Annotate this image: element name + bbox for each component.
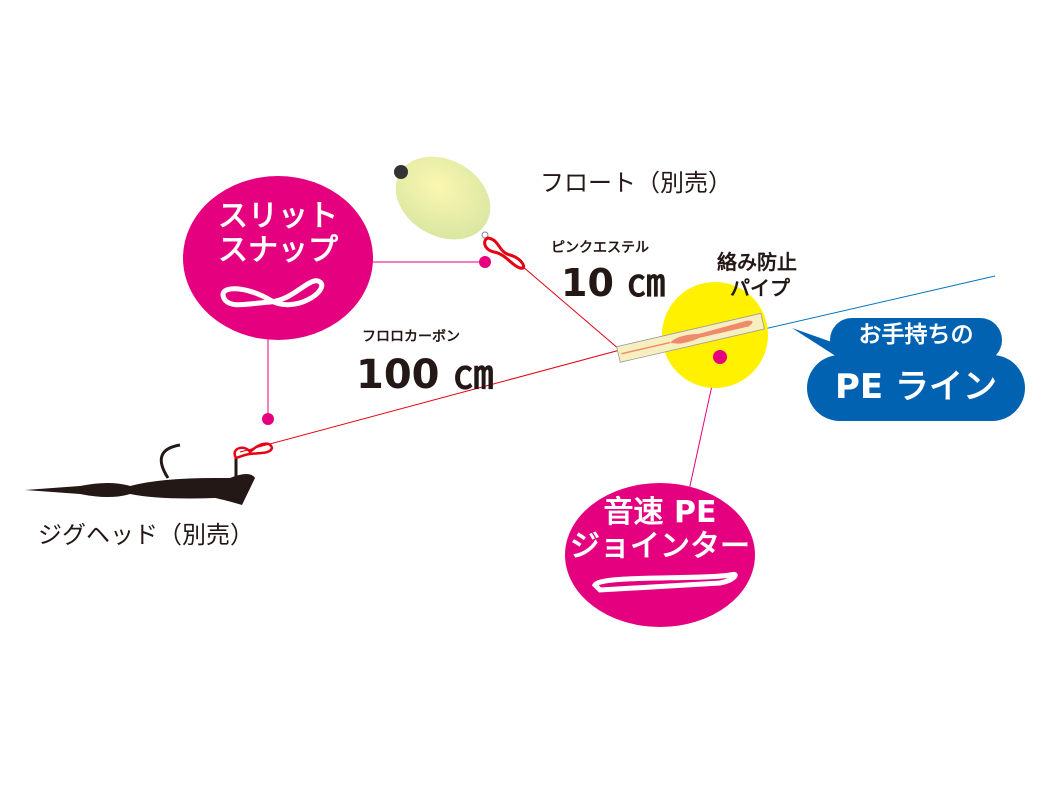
pointer-dot (479, 256, 491, 268)
fluorocarbon-label: フロロカーボン (362, 329, 460, 345)
anti-tangle-label-2: パイプ (730, 276, 790, 300)
pointer-dot (713, 350, 727, 364)
pe-line (759, 275, 996, 331)
snap-icon (233, 442, 274, 460)
pe-jointer-title-2: ジョインター (570, 528, 750, 564)
pe-jointer-title-1: 音速 PE (603, 495, 717, 530)
pe-line-title: PE ライン (835, 367, 997, 407)
slit-snap-bubble (183, 176, 373, 340)
pe-line-subtitle: お手持ちの (858, 322, 974, 348)
pink-ester-length: 10 ㎝ (561, 261, 666, 305)
pointer-dot (262, 413, 274, 425)
slit-snap-icon (220, 278, 325, 308)
pe-jointer-icon (591, 571, 738, 593)
jig-head-worm-icon (25, 443, 255, 505)
pe-line-callout (792, 318, 1025, 421)
fluorocarbon-line (239, 349, 621, 453)
pink-ester-line (521, 265, 621, 351)
slit-snap-title-2: スナップ (218, 232, 338, 268)
anti-tangle-label-1: 絡み防止 (717, 250, 797, 274)
fluorocarbon-length: 100 ㎝ (356, 352, 494, 398)
anti-tangle-pipe-icon (616, 312, 765, 363)
float-icon (394, 156, 491, 240)
pink-ester-label: ピンクエステル (551, 240, 649, 256)
snap-icon (483, 236, 526, 270)
jighead-label: ジグヘッド（別売） (38, 521, 254, 549)
slit-snap-title-1: スリット (218, 199, 338, 234)
float-label: フロート（別売） (540, 169, 732, 197)
